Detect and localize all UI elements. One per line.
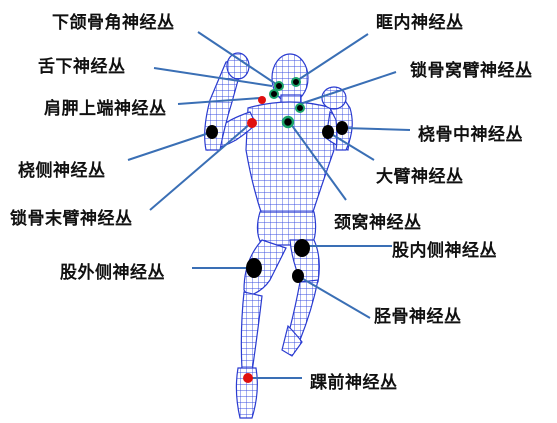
label-clavicular-fossa-arm: 锁骨窝臂神经丛	[410, 56, 533, 81]
line-radial-middle	[344, 128, 410, 130]
point-radial-side	[206, 125, 218, 139]
point-clavicle-end-arm	[247, 118, 257, 128]
point-jugular-fossa	[283, 117, 293, 127]
point-orbital-inner	[292, 78, 300, 86]
label-inner-thigh: 股内侧神经丛	[392, 236, 497, 261]
point-inner-thigh	[294, 239, 310, 257]
left-fist	[227, 53, 249, 79]
label-orbital-inner: 眶内神经丛	[376, 8, 464, 33]
right-shin	[290, 280, 318, 340]
label-tibia: 胫骨神经丛	[374, 302, 462, 327]
line-clavicular-fossa-arm	[300, 72, 396, 104]
point-clavicular-fossa-arm	[296, 104, 304, 112]
line-orbital-inner	[298, 34, 368, 80]
label-upper-arm: 大臂神经丛	[376, 162, 464, 187]
human-figure	[205, 53, 353, 418]
label-radial-middle: 桡骨中神经丛	[418, 120, 523, 145]
point-upper-arm	[322, 125, 334, 139]
point-acromion-end	[258, 96, 266, 104]
label-acromion-end: 肩胛上端神经丛	[44, 94, 167, 119]
point-tibia	[292, 269, 304, 283]
left-shin	[241, 292, 262, 372]
point-mandibular-angle	[275, 82, 283, 90]
point-radial-middle	[336, 121, 348, 135]
label-clavicle-end-arm: 锁骨末臂神经丛	[10, 204, 133, 229]
point-ankle-front	[243, 373, 253, 383]
label-radial-side: 桡侧神经丛	[18, 156, 106, 181]
line-radial-side	[128, 132, 212, 160]
label-ankle-front: 踝前神经丛	[310, 368, 398, 393]
point-sublingual	[270, 90, 278, 98]
label-outer-thigh: 股外侧神经丛	[60, 258, 165, 283]
label-sublingual: 舌下神经丛	[38, 52, 126, 77]
label-mandibular-angle: 下颌骨角神经丛	[52, 8, 175, 33]
point-outer-thigh	[246, 258, 262, 278]
label-jugular-fossa: 颈窝神经丛	[334, 208, 422, 233]
